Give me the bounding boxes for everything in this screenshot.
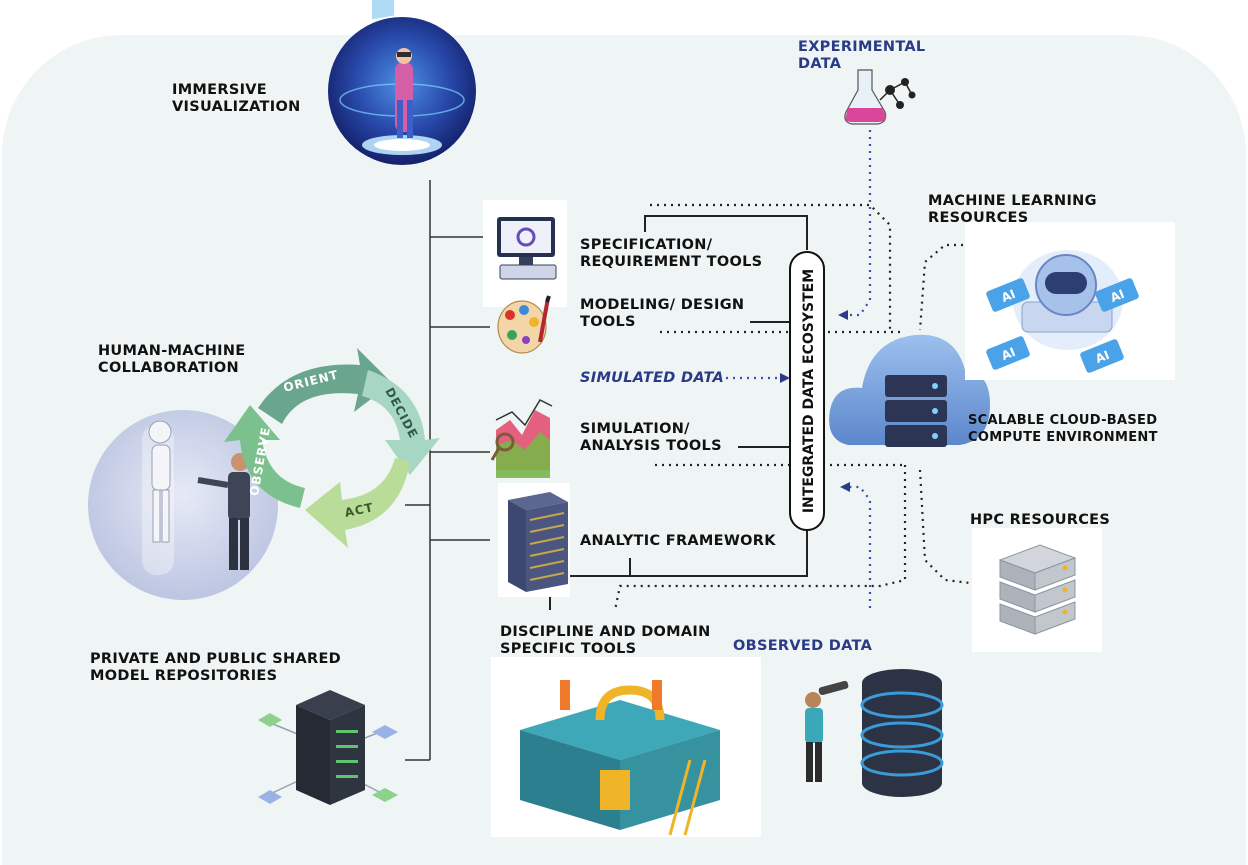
- ml-line-1: MACHINE LEARNING: [928, 193, 1097, 209]
- immersive-line-1: IMMERSIVE: [172, 82, 267, 98]
- experimental-data-label: EXPERIMENTAL DATA: [798, 39, 925, 73]
- hmc-line-1: HUMAN-MACHINE: [98, 343, 246, 359]
- model-repositories-label: PRIVATE AND PUBLIC SHARED MODEL REPOSITO…: [90, 651, 341, 685]
- discipline-tools-label: DISCIPLINE AND DOMAIN SPECIFIC TOOLS: [500, 624, 711, 658]
- simulation-tools-label: SIMULATION/ ANALYSIS TOOLS: [580, 421, 722, 455]
- ooda-loop: [224, 348, 440, 548]
- human-machine-collaboration-illustration: [88, 410, 278, 600]
- ecosystem-connectors: [549, 215, 808, 610]
- immersive-visualization-label: IMMERSIVE VISUALIZATION: [172, 82, 301, 116]
- ml-line-2: RESOURCES: [928, 210, 1029, 226]
- dotted-connectors: [613, 203, 971, 611]
- diagram-graphics: [88, 0, 1175, 837]
- modeling-line-2: TOOLS: [580, 314, 636, 330]
- ml-resources-label: MACHINE LEARNING RESOURCES: [928, 193, 1097, 227]
- analytic-framework-label: ANALYTIC FRAMEWORK: [580, 533, 776, 549]
- repos-line-1: PRIVATE AND PUBLIC SHARED: [90, 651, 341, 667]
- simulation-line-1: SIMULATION/: [580, 421, 690, 437]
- observed-data-illustration: [805, 669, 944, 797]
- tree-connectors: [405, 180, 490, 761]
- spec-line-2: REQUIREMENT TOOLS: [580, 254, 763, 270]
- spec-line-1: SPECIFICATION/: [580, 237, 713, 253]
- hpc-resources-label: HPC RESOURCES: [970, 512, 1111, 528]
- simulation-line-2: ANALYSIS TOOLS: [580, 438, 722, 454]
- hmc-line-2: COLLABORATION: [98, 360, 239, 376]
- experimental-line-1: EXPERIMENTAL: [798, 39, 926, 55]
- repos-line-2: MODEL REPOSITORIES: [90, 668, 278, 684]
- discipline-line-2: SPECIFIC TOOLS: [500, 641, 637, 657]
- data-flow-arrows: [726, 130, 872, 608]
- immersive-line-2: VISUALIZATION: [172, 99, 301, 115]
- modeling-line-1: MODELING/ DESIGN: [580, 297, 745, 313]
- specification-tool-icon: [483, 200, 567, 307]
- human-machine-collaboration-label: HUMAN-MACHINE COLLABORATION: [98, 343, 245, 377]
- hpc-server-icon: [972, 528, 1102, 652]
- observed-data-label: OBSERVED DATA: [733, 638, 873, 654]
- discipline-line-1: DISCIPLINE AND DOMAIN: [500, 624, 711, 640]
- cloud-line-1: SCALABLE CLOUD-BASED: [968, 413, 1158, 428]
- simulation-chart-icon: [490, 399, 553, 478]
- machine-learning-illustration: [965, 222, 1175, 380]
- discipline-tools-illustration: [491, 657, 761, 837]
- immersive-visualization-illustration: [328, 0, 476, 165]
- modeling-palette-icon: [497, 295, 551, 354]
- specification-tools-label: SPECIFICATION/ REQUIREMENT TOOLS: [580, 237, 762, 271]
- model-repository-illustration: [258, 690, 398, 805]
- experimental-data-icon: [844, 69, 916, 125]
- simulated-data-label: SIMULATED DATA: [580, 370, 725, 386]
- integrated-data-ecosystem-box: [789, 251, 825, 531]
- analytic-framework-icon: [498, 483, 570, 597]
- cloud-line-2: COMPUTE ENVIRONMENT: [968, 430, 1158, 445]
- cloud-compute-label: SCALABLE CLOUD-BASED COMPUTE ENVIRONMENT: [968, 412, 1158, 446]
- experimental-line-2: DATA: [798, 56, 842, 72]
- modeling-tools-label: MODELING/ DESIGN TOOLS: [580, 297, 744, 331]
- cloud-compute-illustration: [829, 334, 990, 447]
